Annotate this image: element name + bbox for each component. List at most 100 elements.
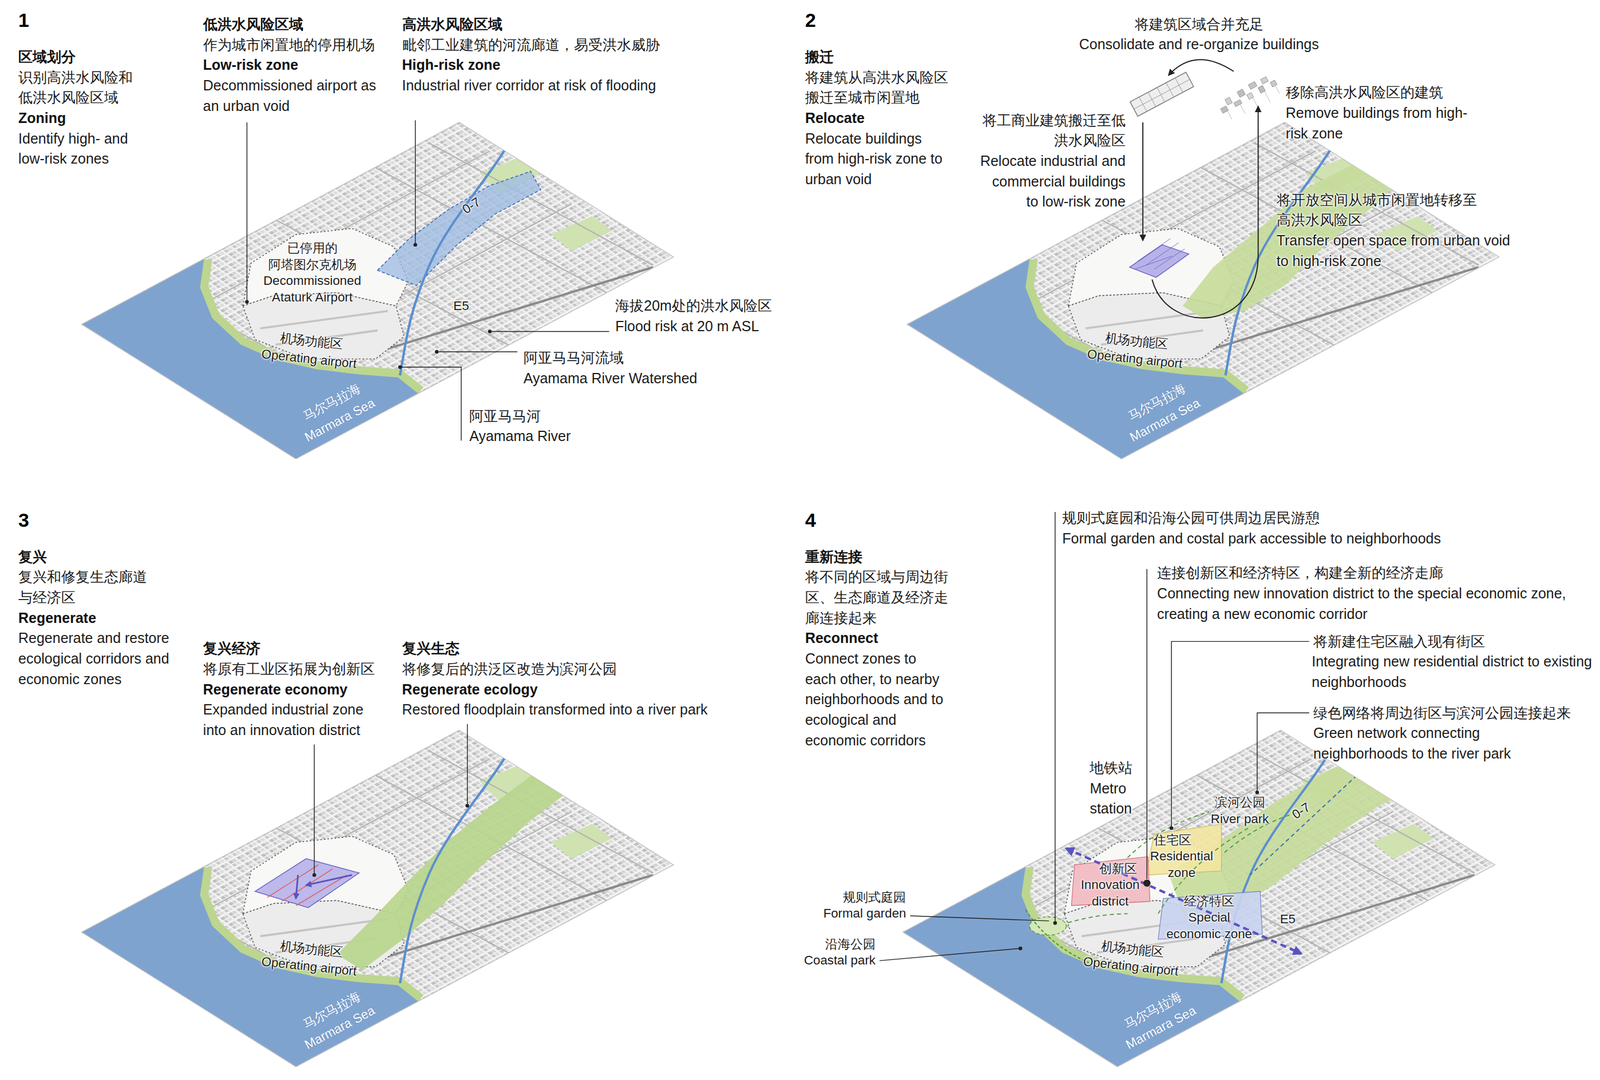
panel-map xyxy=(907,59,1499,459)
annotation-text: 移除高洪水风险区的建筑 xyxy=(1285,82,1444,104)
building xyxy=(1246,92,1254,100)
annotation-text: 将不同的区域与周边街 区、生态廊道及经济走 廊连接起来 xyxy=(805,567,958,629)
leader-dot xyxy=(398,365,402,370)
annotation-text: 将开放空间从城市闲置地转移至 高洪水风险区 xyxy=(1276,189,1502,231)
annotation-text: Decommissioned airport as an urban void xyxy=(203,75,379,117)
annotation-text: Green network connecting neighborhoods t… xyxy=(1313,723,1518,764)
map-label: 已停用的 阿塔图尔克机场 xyxy=(263,240,361,274)
step-number: 3 xyxy=(18,508,30,533)
leader-dot xyxy=(434,350,439,354)
drop-lines xyxy=(1227,85,1281,122)
leader-dot xyxy=(465,804,469,808)
building xyxy=(1248,81,1257,90)
annotation-text: Integrating new residential district to … xyxy=(1311,651,1596,693)
heading-text: 复兴 xyxy=(18,547,47,568)
annotation-text: Formal garden and costal park accessible… xyxy=(1062,528,1441,550)
annotation-text: Identify high- and low-risk zones xyxy=(18,128,139,170)
annotation-text: 将建筑区域合并充足 xyxy=(1134,14,1264,35)
annotation-text: Relocate buildings from high-risk zone t… xyxy=(805,128,954,190)
heading-text: 重新连接 xyxy=(805,547,863,568)
leader-line xyxy=(414,120,416,245)
annotation-text: Connect zones to each other, to nearby n… xyxy=(805,648,946,751)
map-label: Decommissioned Ataturk Airport xyxy=(253,273,371,307)
annotation-text: Expanded industrial zone into an innovat… xyxy=(203,699,372,741)
step-number: 2 xyxy=(805,8,817,33)
annotation-text: Ayamama River xyxy=(469,426,571,447)
high-risk-zone xyxy=(377,171,541,287)
floating-slab xyxy=(1130,72,1194,117)
green-network xyxy=(1040,812,1302,933)
map-label: 沿海公园 xyxy=(825,936,876,954)
annotation-text: 毗邻工业建筑的河流廊道，易受洪水威胁 xyxy=(402,34,660,56)
annotation-text: 规则式庭园和沿海公园可供周边居民游憩 xyxy=(1062,508,1320,529)
leader-dot xyxy=(244,300,249,304)
annotation-text: Industrial river corridor at risk of flo… xyxy=(402,75,657,97)
leader-dot xyxy=(1255,790,1259,795)
map-label: Innovation district xyxy=(1074,877,1147,911)
relocated-block xyxy=(1129,244,1189,278)
block-grid xyxy=(1134,238,1185,269)
leader-line xyxy=(246,122,248,303)
leader-dot xyxy=(1053,921,1057,925)
annotation-text: Flood risk at 20 m ASL xyxy=(615,316,759,338)
heading-text: 复兴生态 xyxy=(402,638,460,660)
map-label: Coastal park xyxy=(804,952,876,970)
consolidate-arrow xyxy=(1168,59,1234,76)
leader-line xyxy=(314,744,315,875)
map-label: 创新区 xyxy=(1099,861,1138,878)
map-label: 住宅区 xyxy=(1153,832,1192,850)
annotation-text: 复兴和修复生态廊道 与经济区 xyxy=(18,567,162,608)
heading-text: Relocate xyxy=(805,108,865,129)
heading-text: 高洪水风险区域 xyxy=(402,14,503,35)
expansion-arrows xyxy=(295,875,352,899)
annotation-text: 绿色网络将周边街区与滨河公园连接起来 xyxy=(1313,703,1571,724)
building xyxy=(1237,89,1246,98)
removed-buildings xyxy=(1216,72,1283,125)
building xyxy=(1270,80,1278,87)
annotation-text: 作为城市闲置地的停用机场 xyxy=(203,34,375,56)
slab-rect xyxy=(1130,72,1194,117)
annotation-text: 阿亚马马河 xyxy=(469,406,541,427)
transfer-arrow xyxy=(1151,105,1258,318)
map-label: E5 xyxy=(1280,911,1296,928)
map-label: 规则式庭园 xyxy=(842,889,906,907)
slab-grid xyxy=(1130,72,1194,117)
river-park-green xyxy=(336,750,612,970)
map-label: River park xyxy=(1210,811,1269,829)
map-label: 经济特区 xyxy=(1183,893,1235,911)
building xyxy=(1225,97,1233,106)
leader-line xyxy=(910,916,1050,922)
annotation-text: Remove buildings from high-risk zone xyxy=(1285,103,1478,144)
coastal-park xyxy=(1025,909,1089,964)
innovation-block xyxy=(255,858,360,909)
leader-line xyxy=(489,331,610,332)
leader-line xyxy=(1171,641,1310,829)
annotation-text: 连接创新区和经济特区，构建全新的经济走廊 xyxy=(1157,563,1444,584)
annotation-text: 将修复后的洪泛区改造为滨河公园 xyxy=(402,659,617,680)
metro-station-dot xyxy=(1143,880,1151,887)
building xyxy=(1257,85,1266,94)
heading-text: 区域划分 xyxy=(18,46,76,68)
panel-map xyxy=(81,122,674,459)
formal-garden xyxy=(1029,917,1067,936)
map-label: E5 xyxy=(453,298,469,315)
leader-dot xyxy=(312,873,316,877)
leader-line xyxy=(400,367,462,441)
annotation-text: Ayamama River Watershed xyxy=(523,368,698,390)
leader-line xyxy=(879,948,1021,961)
heading-text: Regenerate ecology xyxy=(402,679,538,701)
leader-line xyxy=(1257,713,1310,793)
map-label: 滨河公园 xyxy=(1214,794,1266,812)
heading-text: Regenerate economy xyxy=(203,679,348,701)
annotation-text: 海拔20m处的洪水风险区 xyxy=(615,295,772,317)
annotation-text: 将新建住宅区融入现有街区 xyxy=(1313,631,1485,653)
building xyxy=(1220,105,1229,114)
annotation-text: 将建筑从高洪水风险区 搬迁至城市闲置地 xyxy=(805,67,958,109)
heading-text: Zoning xyxy=(18,108,66,129)
building xyxy=(1260,76,1269,85)
annotation-text: Consolidate and re-organize buildings xyxy=(1079,34,1320,56)
leader-line xyxy=(436,351,518,352)
annotation-text: 识别高洪水风险和 低洪水风险区域 xyxy=(18,67,152,109)
step-number: 1 xyxy=(18,8,30,33)
leader-dot xyxy=(488,329,492,334)
